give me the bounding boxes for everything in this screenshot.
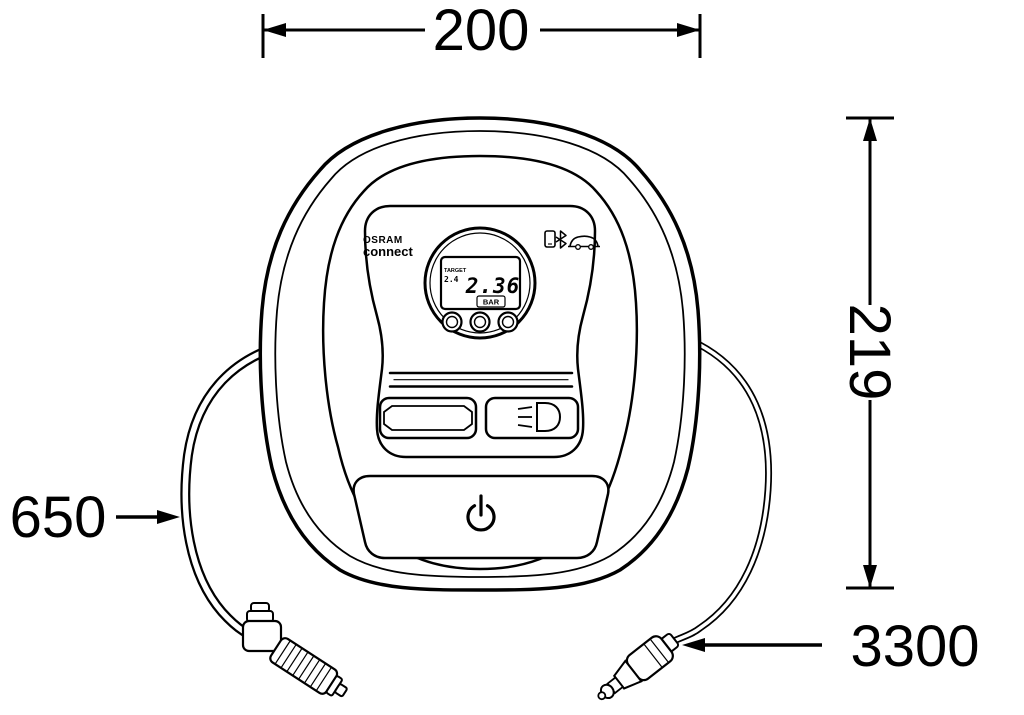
face-panel-outline [321,154,639,571]
car-icon [568,235,600,250]
brand-label: OSRAM [363,235,403,246]
target-label: TARGET [444,268,467,274]
plug-nose [612,659,643,690]
valve-elbow [241,619,283,653]
round-button-inner [473,315,487,329]
cable-core [667,338,771,646]
arrowhead-right-icon [677,23,700,37]
mode-button-glyph [383,405,473,431]
valve-connector [241,602,348,698]
arrowhead-right-icon [157,510,180,524]
plug-tip-contact [597,691,607,701]
height-dimension-label: 219 [837,304,902,401]
hose-length-dimension: 650 [10,485,180,550]
valve-grip [269,637,348,698]
phone-icon [544,230,556,248]
device-body: OSRAM connect TARGET 2. [258,116,702,592]
power-icon [466,494,496,532]
target-value: 2.4 [444,275,459,284]
headlight-icon [517,402,562,432]
arrowhead-down-icon [863,565,877,588]
arrowhead-left-icon [682,638,705,652]
arrowhead-left-icon [263,23,286,37]
pressure-display: TARGET 2.4 2.36 BAR [423,226,537,340]
display-bezel-inner [429,232,531,334]
power-cable [666,336,773,648]
hose-core [182,337,311,643]
display-bezel [423,226,537,340]
control-panel: OSRAM connect TARGET 2. [363,204,600,459]
control-panel-outline [363,204,597,459]
round-button-inner [501,315,515,329]
vent-stripes [388,371,574,388]
cable-length-label: 3300 [850,614,979,679]
body-inner-seam [274,130,686,578]
cable-length-dimension: 3300 [682,614,980,679]
bluetooth-icon [555,230,567,249]
height-dimension: 219 [837,116,902,590]
air-hose [180,335,311,645]
width-dimension: 200 [261,0,702,63]
mode-button [378,396,478,440]
body-outline [258,116,702,592]
cigarette-plug [597,632,680,701]
width-dimension-label: 200 [433,0,530,63]
arrowhead-up-icon [863,118,877,141]
unit-box [476,295,506,308]
power-panel-outline [352,474,610,560]
product-label: connect [363,244,414,259]
light-button [484,396,580,440]
hose-length-label: 650 [10,485,107,550]
unit-label: BAR [483,298,500,307]
power-panel [352,474,610,560]
display-buttons [441,311,519,333]
pressure-value: 2.36 [465,274,521,298]
round-button-inner [445,315,459,329]
